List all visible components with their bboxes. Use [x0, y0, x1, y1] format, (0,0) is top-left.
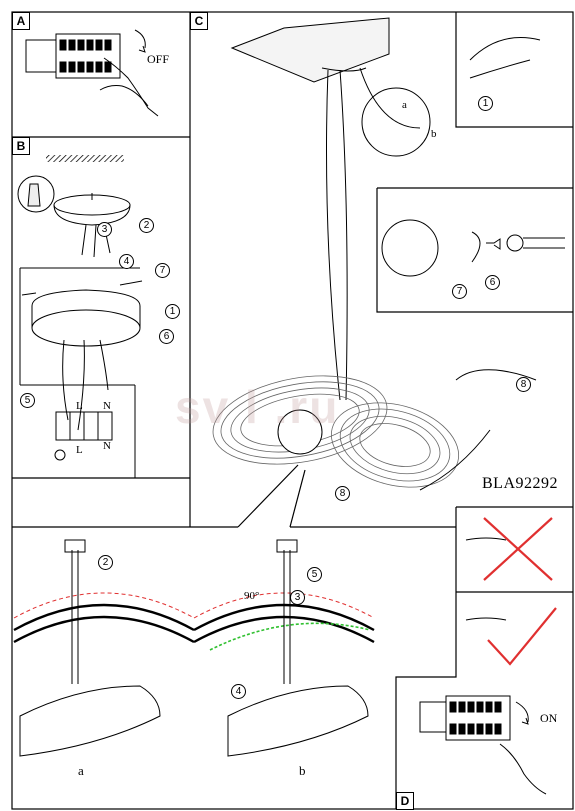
step-num-d4: 4 [231, 684, 246, 699]
sub-label-b: b [299, 763, 306, 778]
hang-letter-b: b [431, 128, 437, 140]
hang-letter-a: a [402, 99, 407, 111]
on-label: ON [540, 711, 558, 725]
panel-detail-shade [13, 539, 375, 757]
off-label: OFF [147, 52, 170, 66]
panel-a-fusebox [25, 29, 159, 117]
angle-label: 90° [244, 590, 260, 602]
panel-wrong-right [465, 517, 557, 666]
panel-tag-d: D [396, 792, 414, 810]
terminal-letter-l1: L [76, 400, 83, 412]
step-num-b5: 5 [20, 393, 35, 408]
watermark: sv l .ru [175, 381, 340, 433]
step-num-b7: 7 [155, 263, 170, 278]
step-num-d5: 5 [307, 567, 322, 582]
panel-d-fusebox [419, 695, 547, 795]
step-num-b2: 2 [139, 218, 154, 233]
step-num-c8a: 8 [516, 377, 531, 392]
step-num-d3: 3 [290, 590, 305, 605]
panel-tag-a: A [12, 12, 30, 30]
step-num-c6: 6 [485, 275, 500, 290]
step-num-c7: 7 [452, 284, 467, 299]
panel-tag-c: C [190, 12, 208, 30]
frame-lines [11, 11, 574, 810]
model-number: BLA92292 [482, 475, 558, 492]
step-num-b4: 4 [119, 254, 134, 269]
step-num-b1: 1 [165, 304, 180, 319]
step-num-d2: 2 [98, 555, 113, 570]
panel-c-lamp [212, 17, 565, 491]
sub-label-a: a [78, 763, 84, 778]
terminal-letter-n2: N [103, 440, 111, 452]
panel-b-mounting [17, 155, 143, 478]
terminal-letter-l2: L [76, 444, 83, 456]
step-num-c1: 1 [478, 96, 493, 111]
panel-tag-b: B [12, 137, 30, 155]
step-num-c8b: 8 [335, 486, 350, 501]
step-num-b6: 6 [159, 329, 174, 344]
terminal-letter-n1: N [103, 400, 111, 412]
step-num-b3: 3 [97, 222, 112, 237]
